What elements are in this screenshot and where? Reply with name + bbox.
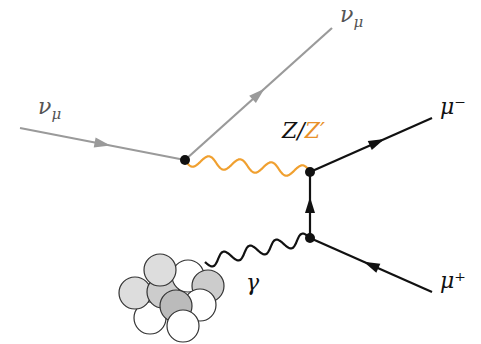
particle-label: μ⁺ bbox=[440, 270, 466, 292]
particle-label: μ⁻ bbox=[440, 96, 466, 118]
nucleus bbox=[119, 254, 224, 342]
neutrino-line bbox=[185, 28, 332, 160]
nucleon bbox=[144, 254, 176, 286]
particle-label: νμ bbox=[38, 96, 61, 122]
vertex bbox=[305, 233, 315, 243]
arrowhead bbox=[249, 89, 264, 103]
vertex bbox=[305, 167, 315, 177]
particle-label: Z/Z′ bbox=[282, 120, 325, 142]
arrowhead bbox=[368, 139, 385, 150]
particle-label: γ bbox=[246, 272, 259, 294]
arrowhead bbox=[364, 262, 381, 273]
z-boson-line bbox=[185, 156, 310, 175]
vertex bbox=[180, 155, 190, 165]
nucleon bbox=[167, 310, 199, 342]
neutrino-line bbox=[20, 128, 185, 160]
arrowhead bbox=[94, 138, 111, 148]
muon-line bbox=[310, 238, 432, 292]
nucleon bbox=[119, 277, 151, 309]
photon-line bbox=[205, 234, 310, 267]
arrowhead bbox=[305, 197, 315, 213]
muon-line bbox=[310, 118, 432, 172]
particle-label: νμ bbox=[340, 4, 363, 30]
